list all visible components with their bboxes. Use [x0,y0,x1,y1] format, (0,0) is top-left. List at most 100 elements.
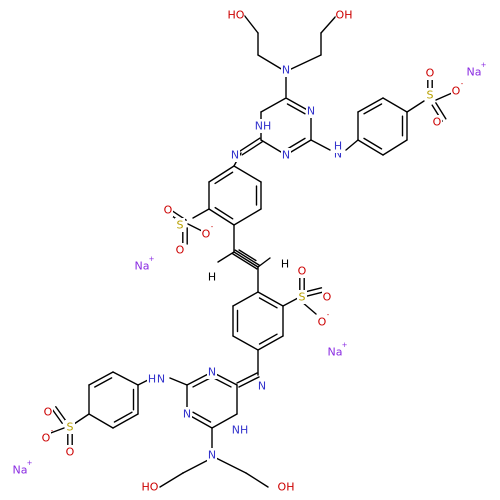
label-halo [201,227,211,241]
atom-s-top-aryl: S [427,89,434,102]
charge-o-bot-aryl-minus: - [51,427,54,435]
atom-n-top-anilino: N [334,148,342,161]
bond-45 [192,208,210,219]
label-halo [425,66,435,80]
label-halo [317,315,327,329]
bond-106 [159,472,184,488]
bond-89 [112,413,139,429]
bond-16 [239,137,261,152]
atom-n-bot-imine: N [258,380,266,393]
charge-na-4: + [27,459,33,467]
bond-43 [214,206,234,220]
label-halo [65,420,75,434]
atom-o-top-aryl-2: O [433,116,442,129]
label-halo [254,119,272,133]
bond-41 [208,165,235,183]
label-halo [277,480,295,494]
atom-o-lower-mid-minus: O [318,316,327,329]
atom-o-top-right: OH [336,9,353,22]
atom-o-bot-aryl-minus: O [42,432,51,445]
atom-h-top-anilino: H [334,140,342,153]
bond-93 [112,371,139,386]
bond-61 [257,335,284,351]
bond-34 [435,92,453,101]
atom-o-upper-mid-1: O [164,204,173,217]
bond-86 [169,377,188,386]
label-halo [451,84,461,98]
atom-n-top-ring-b: N [282,149,290,162]
bond-59 [257,291,284,307]
bond-57 [257,257,271,268]
bond-26 [363,103,383,115]
label-halo [43,405,53,419]
bond-64 [232,291,259,307]
bond-68 [282,297,299,307]
bond-52 [233,251,259,268]
atom-o-top-left: HO [228,9,245,22]
bond-19 [345,139,359,151]
atom-na-4: Na [13,464,28,477]
label-halo [156,372,166,386]
atom-n-top-ring-a: N [307,105,315,118]
bond-69 [305,291,324,297]
atom-s-upper-mid: S [177,219,184,232]
bond-54 [234,249,260,266]
bond-3 [257,54,284,71]
atom-n-bot-ring-nh: NH [232,424,249,437]
bond-24 [382,139,408,156]
atom-o-upper-mid-minus: O [202,228,211,241]
label-halo [281,63,291,77]
atom-n-bot-anilino: N [157,373,165,386]
bond-55 [238,249,257,262]
bond-15 [286,137,306,150]
bond-14 [286,103,306,115]
label-halo [322,290,332,304]
label-halo [133,259,151,273]
bond-107 [215,457,247,474]
atom-n-top-imine: N [231,149,239,162]
bond-66 [258,333,278,345]
label-halo [175,243,185,257]
bond-25 [357,139,384,156]
bond-92 [88,371,114,386]
bond-36 [233,165,262,183]
label-halo [326,345,344,359]
atom-n-top-ring-nh: NH [255,120,272,133]
bond-28 [363,137,383,150]
charge-na-3: + [342,341,348,349]
bond-18 [310,139,331,151]
label-halo [280,257,290,271]
label-halo [182,407,192,421]
atom-n-top-amine: N [282,64,290,77]
bond-65 [258,297,278,309]
bond-33 [435,102,447,120]
bond-13 [260,97,287,113]
atom-na-3: Na [328,346,343,359]
bond-75 [236,372,258,384]
label-halo [65,445,75,459]
bond-1 [243,14,259,34]
label-halo [41,431,51,445]
charge-na-1: + [481,61,487,69]
bond-100 [55,406,67,422]
bond-53 [232,253,258,270]
atom-o-bot-left: HO [142,481,159,494]
label-halo [465,65,483,79]
label-halo [432,115,442,129]
atom-n-bot-ring-a: N [208,366,216,379]
atom-na-1: Na [467,66,482,79]
atom-o-lower-mid-1: O [298,265,307,278]
bond-70 [304,287,323,293]
label-halo [257,379,267,393]
label-halo [147,372,157,386]
bond-101 [51,408,63,424]
bond-17 [241,141,263,156]
atom-na-2: Na [135,260,150,273]
bond-79 [211,413,238,429]
label-halo [141,480,159,494]
label-halo [11,463,29,477]
bond-94 [113,411,133,423]
charge-o-lower-mid-minus: - [327,311,330,319]
